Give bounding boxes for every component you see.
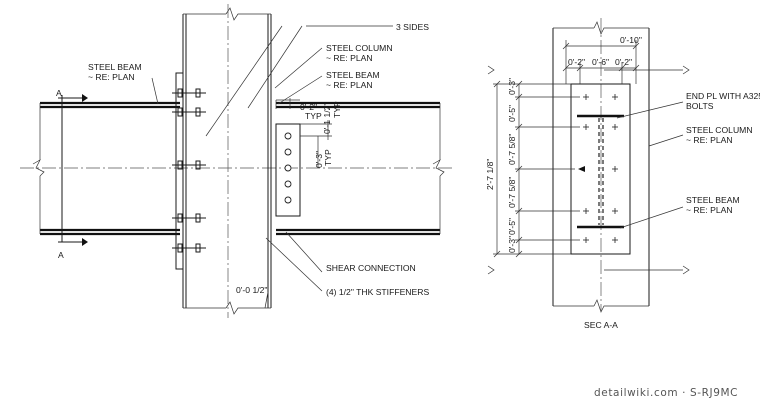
label-shear-connection: SHEAR CONNECTION [326,263,416,273]
label-stiffeners: (4) 1/2" THK STIFFENERS [326,287,429,297]
section-view: 0'-10" 0'-2" 0'-6" 0'-2" 2'-7 1/8" 0'-3"… [485,18,760,330]
label-steel-column-ref: ~ RE: PLAN [326,53,373,63]
label-steel-beam-right-ref: ~ RE: PLAN [326,80,373,90]
beam-elevation [20,101,452,236]
label-steel-beam-left-ref: ~ RE: PLAN [88,72,135,82]
label-steel-beam-section: STEEL BEAM [686,195,740,205]
bolt-hole [284,164,292,172]
dim-top-right: 0'-2" [615,57,632,67]
dim-v5: 0'-5" [507,218,517,235]
label-steel-beam-section-ref: ~ RE: PLAN [686,205,733,215]
bolt-hole [284,180,292,188]
dim-top-mid: 0'-6" [592,57,609,67]
bolt-hole [284,196,292,204]
dim-overall-height: 2'-7 1/8" [485,159,495,190]
dim-typ-1: TYP [305,111,322,121]
dim-v6: 0'-3" [507,236,517,253]
dim-top-left: 0'-2" [568,57,585,67]
dim-v2: 0'-5" [507,105,517,122]
dim-0-2: 0'-2" [300,102,317,112]
dim-typ-3: TYP [323,149,333,166]
section-mark-a-top: A [56,88,62,98]
section-leaders [487,65,690,275]
label-end-plate-1: END PL WITH A325N [686,91,760,101]
dim-0-0-half: 0'-0 1/2" [236,285,267,295]
label-steel-column-section: STEEL COLUMN [686,125,753,135]
dim-v3: 0'-7 5/8" [507,134,517,165]
label-steel-beam-right: STEEL BEAM [326,70,380,80]
dim-v4: 0'-7 5/8" [507,177,517,208]
label-three-sides: 3 SIDES [396,22,429,32]
dim-top-overall: 0'-10" [620,35,642,45]
section-cut-marks: A A [56,88,88,260]
beam-profile [577,114,624,229]
bolt-hole [284,132,292,140]
label-steel-beam-left: STEEL BEAM [88,62,142,72]
label-end-plate-2: BOLTS [686,101,714,111]
column-section [552,18,650,313]
dim-0-3: 0'-3" [314,151,324,168]
dim-0-1-half: 0'-1 1/2" [322,103,332,134]
section-dimensions [493,40,640,258]
section-title: SEC A-A [584,320,618,330]
plate-bolts [578,94,618,243]
section-mark-a-bottom: A [58,250,64,260]
bolt-hole [284,148,292,156]
label-steel-column: STEEL COLUMN [326,43,393,53]
leader-lines [151,25,393,309]
bolt-row [172,88,206,253]
end-plate-elevation [172,72,206,270]
credit-watermark: detailwiki.com · S-RJ9MC [594,387,738,399]
dim-typ-2: TYP [332,101,342,118]
shear-tab [275,98,332,217]
dim-v1: 0'-3" [507,78,517,95]
elevation-view: A A 3 SIDES STEEL COLUMN ~ RE: PLAN STEE… [20,4,452,318]
label-steel-column-section-ref: ~ RE: PLAN [686,135,733,145]
